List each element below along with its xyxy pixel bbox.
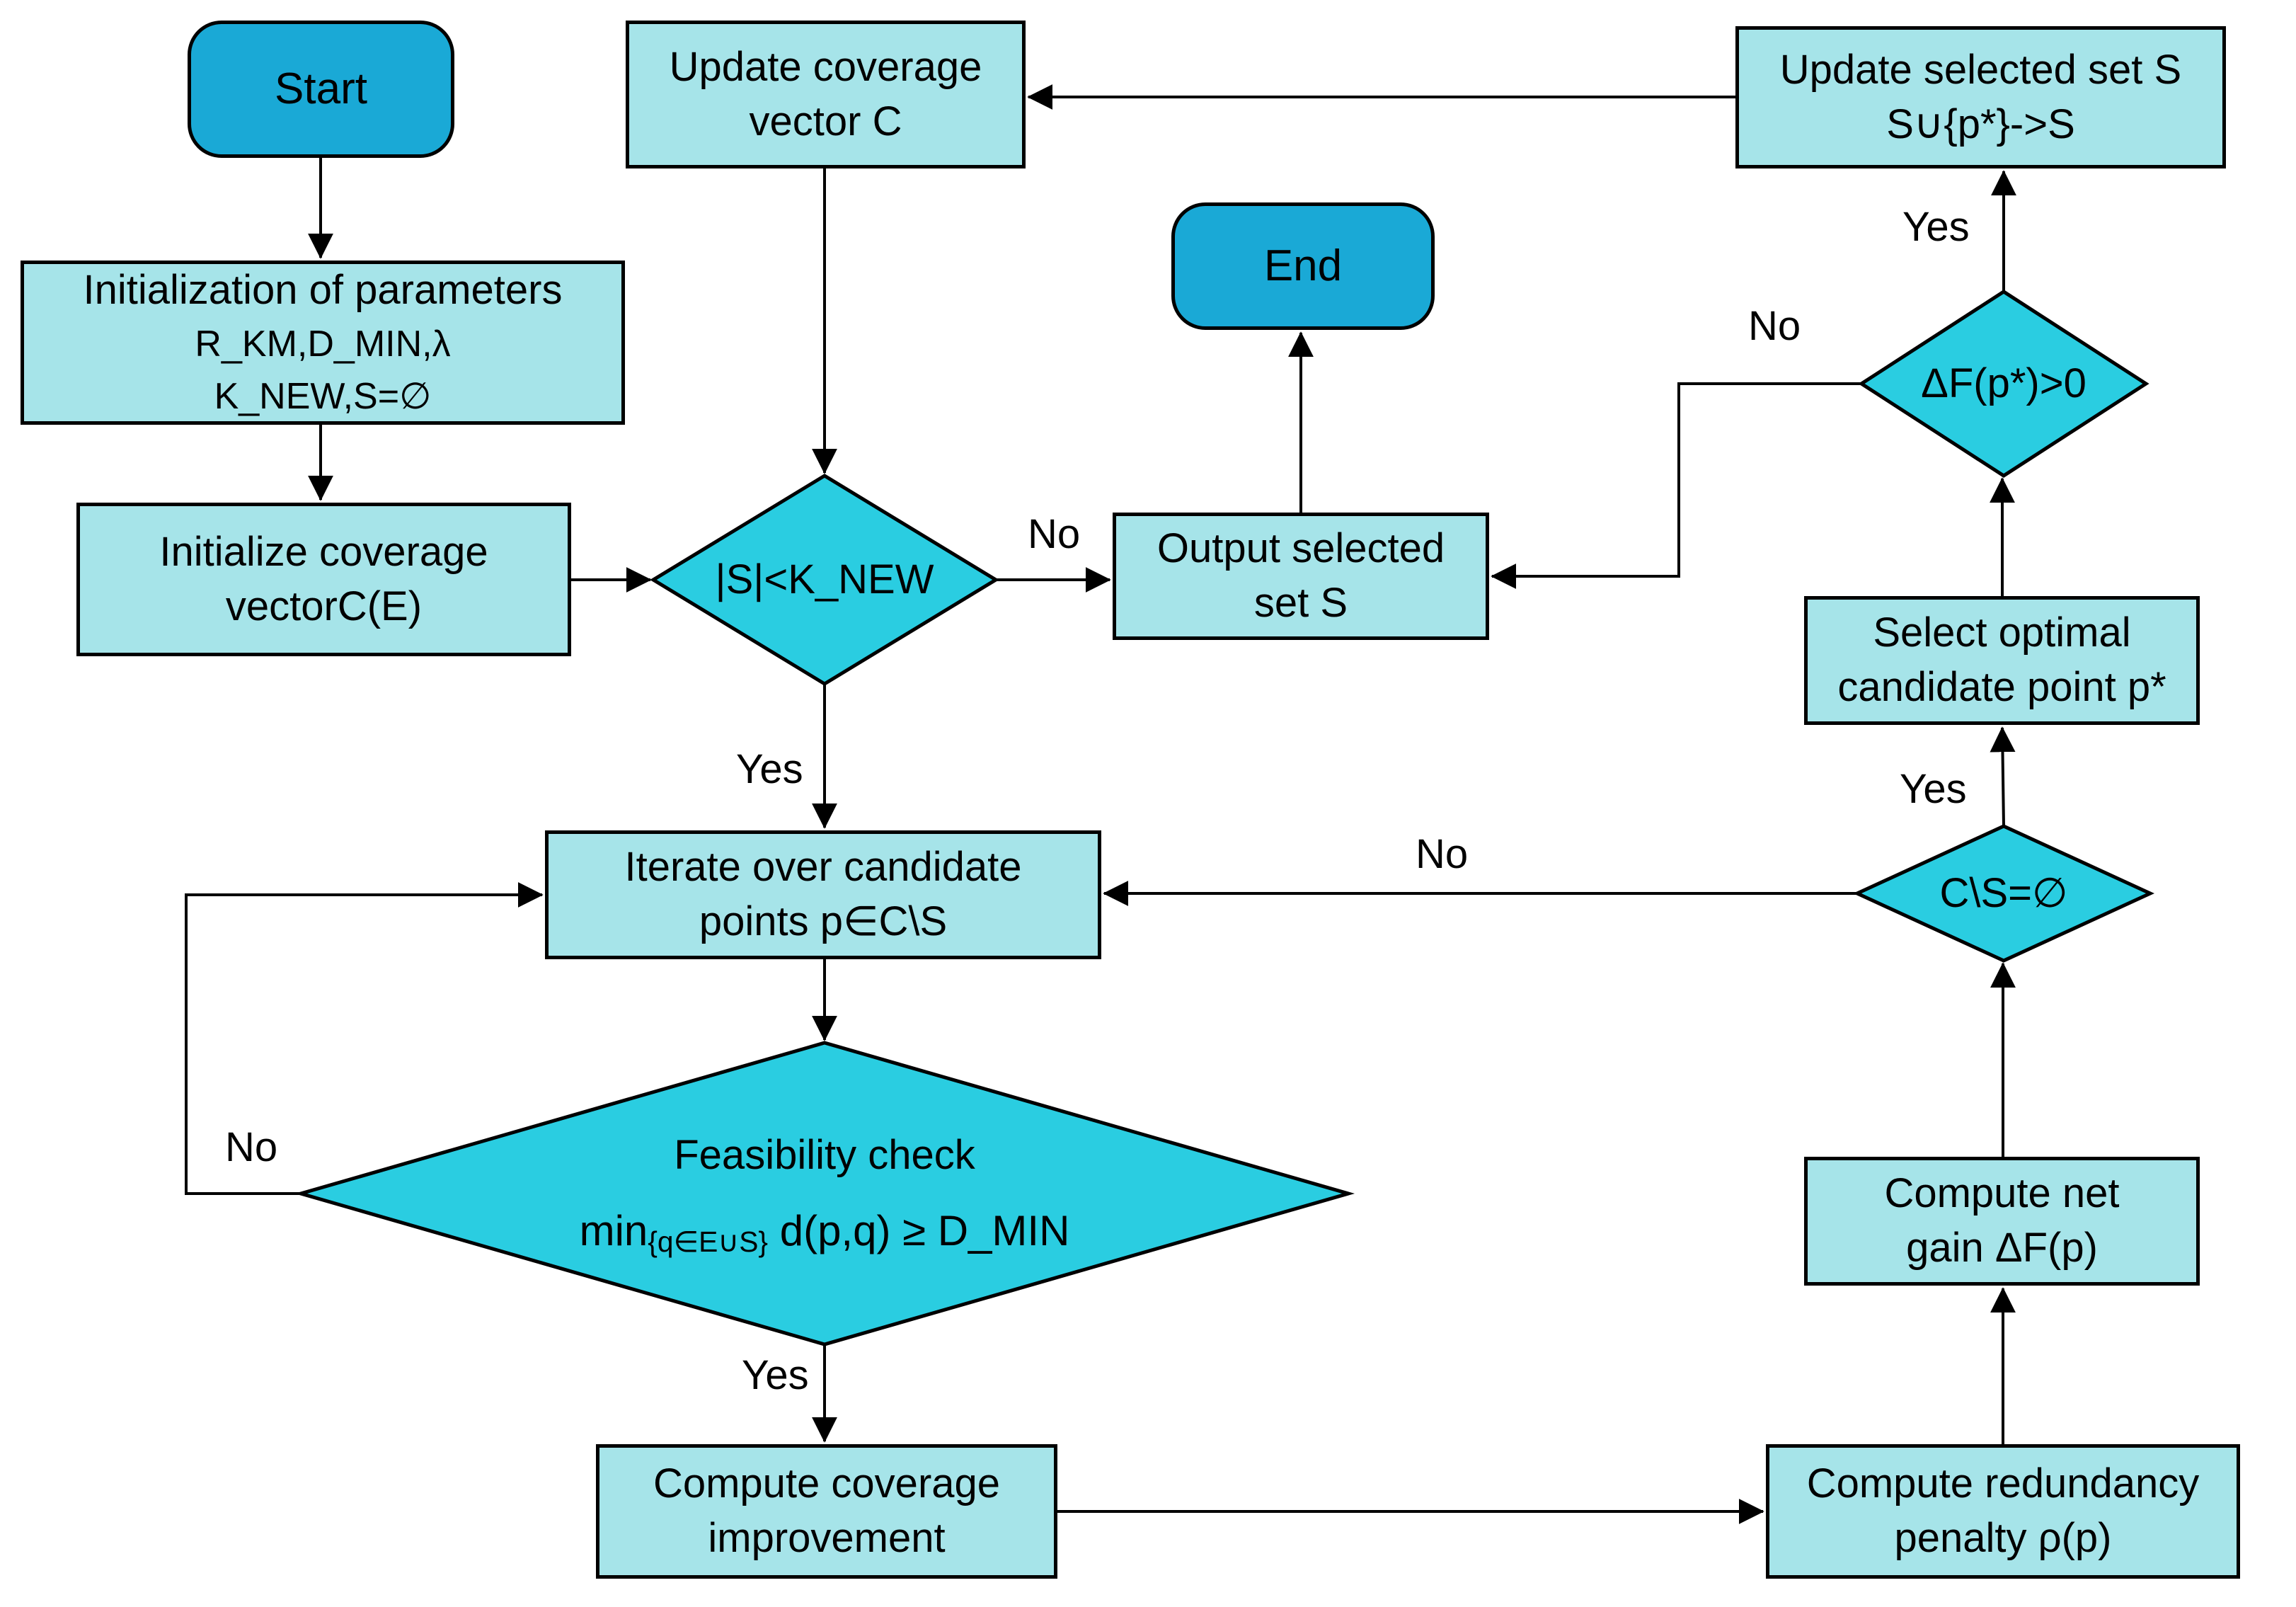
update-coverage-line1: Update coverage [669,43,982,90]
update-coverage-line2: vector C [749,98,902,144]
iterate-line2: points p∈C\S [699,898,948,944]
compute-net-line1: Compute net [1884,1170,2120,1217]
df-decision-diamond [1858,290,2149,478]
update-coverage-label: Update coverage vector C [670,40,982,149]
compute-net-node: Compute net gain ΔF(p) [1804,1157,2200,1286]
init-coverage-line2: vectorC(E) [225,583,423,629]
edge-cs-yes-to-select-optimal [1990,726,2016,827]
cs-no-label: No [1416,831,1469,877]
iterate-line1: Iterate over candidate [624,844,1022,891]
compute-redundancy-node: Compute redundancy penalty ρ(p) [1766,1444,2240,1579]
end-label: End [1263,241,1343,291]
cs-decision-diamond [1853,824,2154,963]
init-coverage-node: Initialize coverage vectorC(E) [76,503,571,656]
compute-net-line2: gain ΔF(p) [1906,1225,2098,1271]
feasibility-formula: min{q∈E∪S} d(p,q) ≥ D_MIN [580,1203,1070,1259]
compute-coverage-line2: improvement [708,1515,946,1561]
feasibility-line1: Feasibility check [674,1132,975,1179]
select-optimal-line2: candidate point p* [1837,664,2166,710]
update-selected-line2: S∪{p*}->S [1886,101,2075,147]
output-selected-line2: set S [1253,580,1348,626]
compute-coverage-line1: Compute coverage [653,1460,1001,1507]
output-selected-line1: Output selected [1156,525,1445,572]
start-label: Start [275,64,367,114]
iterate-node: Iterate over candidate points p∈C\S [545,830,1101,959]
start-node: Start [188,21,454,158]
init-params-node: Initialization of parameters R_KM,D_MIN,… [21,261,625,425]
skw-no-label: No [1028,511,1081,557]
df-decision-text: ΔF(p*)>0 [1921,360,2087,407]
cs-decision-label: C\S=∅ [1857,826,2150,961]
init-params-line2: R_KM,D_MIN,λ [195,323,451,365]
edge-feas-no-to-iterate [185,882,544,1195]
cs-decision-text: C\S=∅ [1939,870,2068,917]
update-selected-node: Update selected set S S∪{p*}->S [1735,26,2226,168]
init-params-label: Initialization of parameters R_KM,D_MIN,… [84,264,563,422]
select-optimal-node: Select optimal candidate point p* [1804,596,2200,725]
cs-yes-label: Yes [1900,766,1967,812]
compute-redundancy-label: Compute redundancy penalty ρ(p) [1807,1457,2200,1565]
feas-yes-label: Yes [742,1352,809,1398]
compute-redundancy-line2: penalty ρ(p) [1894,1515,2112,1561]
compute-coverage-node: Compute coverage improvement [596,1444,1057,1579]
end-node: End [1171,202,1435,330]
iterate-label: Iterate over candidate points p∈C\S [624,840,1021,949]
init-coverage-line1: Initialize coverage [159,528,488,575]
df-decision-label: ΔF(p*)>0 [1861,292,2146,476]
init-coverage-label: Initialize coverage vectorC(E) [159,525,488,634]
output-selected-node: Output selected set S [1113,513,1489,640]
init-params-line3: K_NEW,S=∅ [214,376,432,418]
skw-decision-label: |S|<K_NEW [653,476,996,684]
compute-coverage-label: Compute coverage improvement [653,1457,1000,1565]
compute-net-label: Compute net gain ΔF(p) [1884,1167,2119,1275]
df-no-label: No [1748,303,1801,349]
feas-no-label: No [225,1124,278,1170]
output-selected-label: Output selected set S [1157,522,1445,630]
feasibility-formula-prefix: min [579,1206,648,1254]
skw-decision-text: |S|<K_NEW [715,556,934,603]
df-yes-label: Yes [1902,204,1970,250]
edge-df-no-to-output [1491,382,1861,589]
update-selected-line1: Update selected set S [1779,46,2182,93]
skw-decision-diamond [650,474,999,686]
update-selected-label: Update selected set S S∪{p*}->S [1780,43,2181,151]
feasibility-formula-suffix: d(p,q) ≥ D_MIN [768,1206,1070,1254]
compute-redundancy-line1: Compute redundancy [1806,1460,2200,1507]
select-optimal-line1: Select optimal [1873,610,2131,656]
feasibility-decision-diamond [294,1041,1355,1346]
feasibility-formula-subscript: {q∈E∪S} [648,1225,769,1258]
feasibility-decision-label: Feasibility check min{q∈E∪S} d(p,q) ≥ D_… [301,1043,1348,1344]
skw-yes-label: Yes [736,746,803,792]
init-params-line1: Initialization of parameters [83,266,563,313]
update-coverage-node: Update coverage vector C [626,21,1026,168]
select-optimal-label: Select optimal candidate point p* [1837,606,2166,714]
